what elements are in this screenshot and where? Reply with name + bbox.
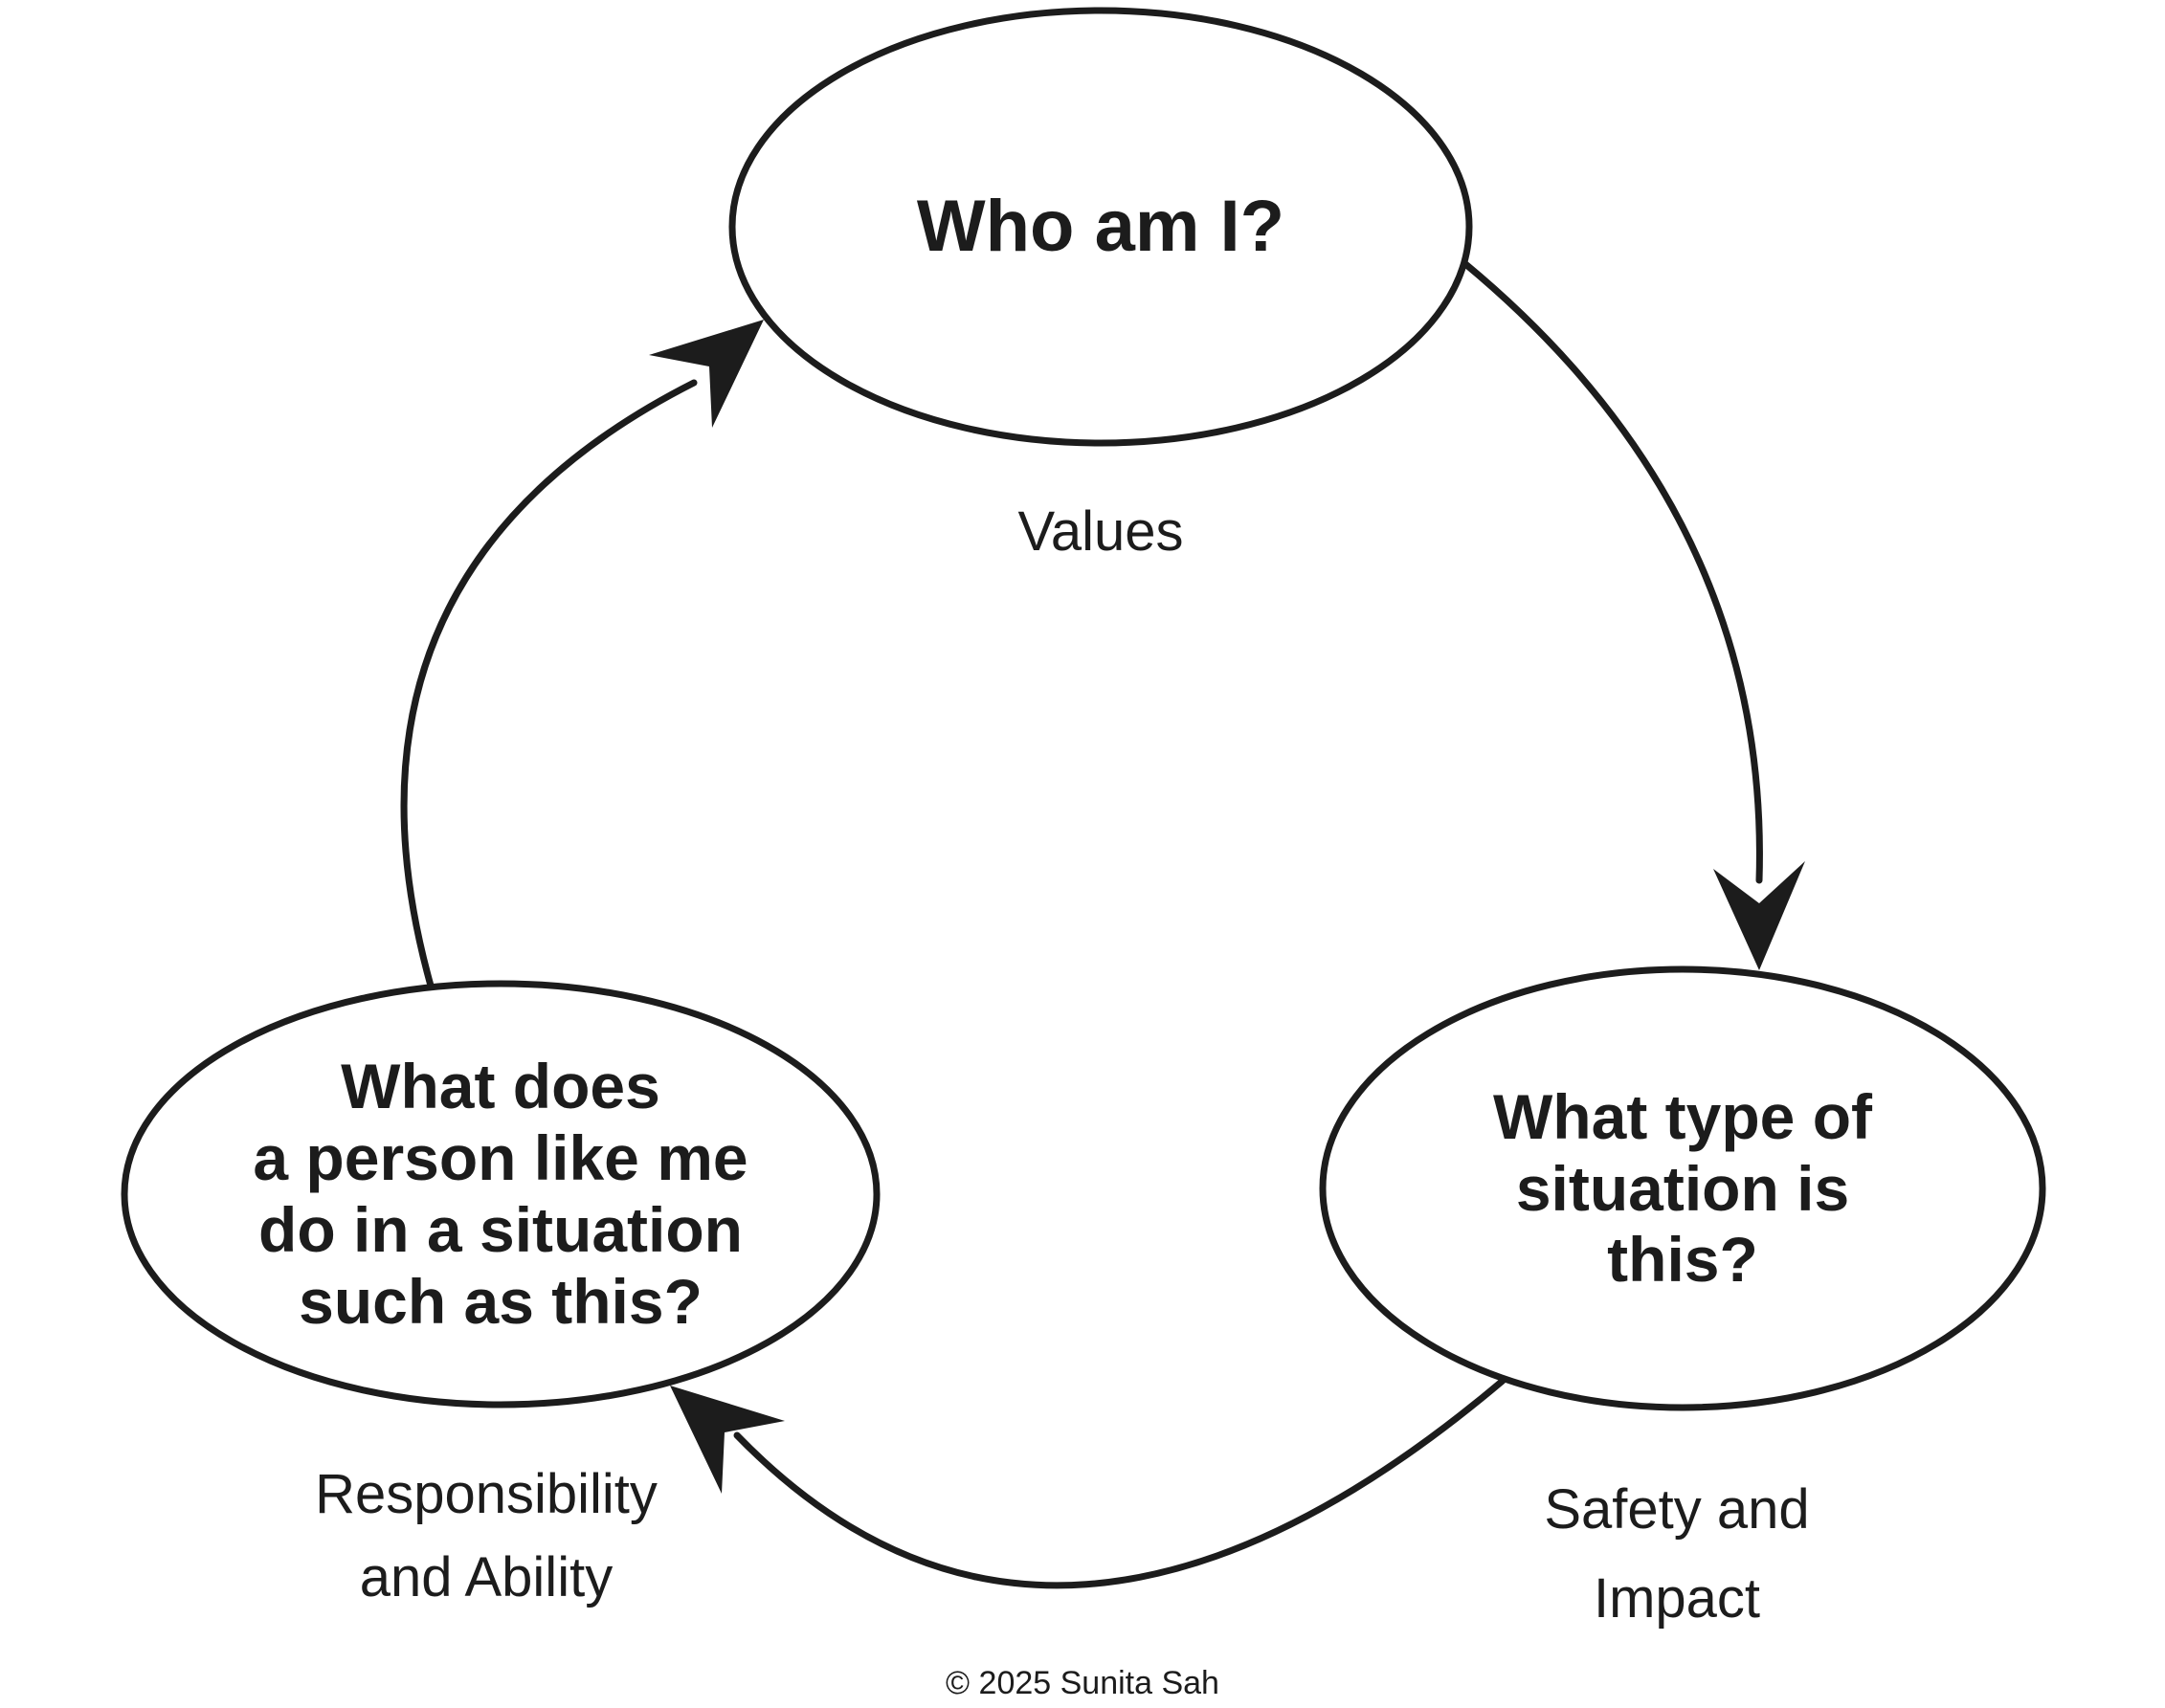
arrowhead-into-who-icon [649, 320, 764, 428]
arrowhead-into-person-icon [670, 1386, 785, 1494]
arrowhead-into-situation-icon [1713, 861, 1805, 970]
arrow-who-to-situation [1461, 259, 1763, 884]
arrow-situation-to-person [733, 1377, 1507, 1589]
ellipse-what-does-a-person-like-me-do [121, 980, 881, 1409]
ellipse-who-am-i [728, 7, 1473, 447]
arrow-person-to-who [400, 379, 698, 989]
ellipse-what-type-of-situation [1319, 965, 2046, 1411]
